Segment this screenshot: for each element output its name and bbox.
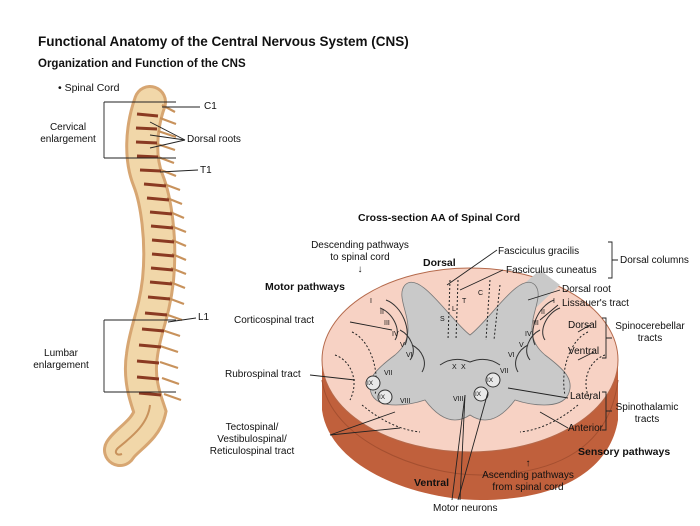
vertebral-column: [103, 85, 187, 467]
corticospinal-tract-label: Corticospinal tract: [234, 315, 315, 326]
spinocerebellar-line-1: Spinocerebellar: [615, 321, 685, 332]
dorsal-label: Dorsal: [423, 257, 456, 269]
descending-arrow: ↓: [357, 264, 363, 275]
spinothalamic-tracts-label: Spinothalamic tracts: [614, 402, 680, 426]
spinocerebellar-tracts-label: Spinocerebellar tracts: [614, 321, 686, 345]
lamina-vi-left: VI: [406, 352, 413, 359]
page-title: Functional Anatomy of the Central Nervou…: [38, 34, 409, 49]
dorsal-roots-label: Dorsal roots: [187, 134, 241, 145]
dorsal-root-label: Dorsal root: [562, 284, 611, 295]
motor-neurons-label: Motor neurons: [433, 503, 498, 514]
cervical-bracket: [103, 101, 176, 159]
l1-label: L1: [198, 312, 210, 323]
lamina-vi-right: VI: [508, 352, 515, 359]
lamina-x-center: X: [461, 364, 466, 371]
letter-s: S: [440, 316, 445, 323]
lamina-ix-left-1: IX: [367, 380, 374, 387]
fasciculus-gracilis-label: Fasciculus gracilis: [498, 246, 580, 257]
spinocerebellar-dorsal-label: Dorsal: [568, 320, 597, 331]
ascending-arrow: ↑: [525, 458, 531, 469]
lamina-viii-right: VIII: [453, 396, 464, 403]
ventral-label: Ventral: [414, 477, 450, 489]
tectospinal-line-1: Tectospinal/: [225, 422, 279, 433]
letter-c: C: [478, 290, 484, 297]
tectospinal-line-3: Reticulospinal tract: [209, 446, 295, 457]
cross-section-title: Cross-section AA of Spinal Cord: [358, 212, 520, 224]
lissauers-tract-label: Lissauer's tract: [562, 298, 629, 309]
lumbar-line-1: Lumbar: [44, 348, 78, 359]
lamina-ix-right-1: IX: [487, 377, 494, 384]
lamina-iii-left: III: [384, 320, 390, 327]
lamina-iv-right: IV: [525, 331, 532, 338]
lumbar-bracket: [103, 319, 176, 393]
lamina-ii-left: II: [380, 309, 384, 316]
lamina-v-left: V: [400, 342, 405, 349]
lamina-viii-left: VIII: [400, 398, 411, 405]
lamina-i-right: I: [553, 298, 555, 305]
lamina-vii-left: VII: [384, 370, 393, 377]
sensory-pathways-label: Sensory pathways: [578, 446, 671, 458]
gray-matter: [369, 282, 571, 421]
lamina-ix-right-2: IX: [475, 391, 482, 398]
ascending-pathways-label: ↑ Ascending pathways from spinal cord: [468, 458, 588, 494]
rubrospinal-tract-label: Rubrospinal tract: [225, 369, 301, 380]
spinothalamic-line-1: Spinothalamic: [615, 402, 679, 413]
letter-t: T: [462, 298, 467, 305]
ascending-line-1: Ascending pathways: [482, 470, 574, 481]
spinocerebellar-line-2: tracts: [637, 333, 663, 344]
descending-pathways-label: Descending pathways to spinal cord ↓: [300, 240, 420, 276]
spinocerebellar-bracket: [602, 317, 612, 359]
page-subtitle: Organization and Function of the CNS: [38, 58, 246, 70]
descending-line-1: Descending pathways: [311, 240, 409, 251]
descending-line-2: to spinal cord: [330, 252, 390, 263]
anterior-label: Anterior: [568, 423, 604, 434]
lumbar-line-2: enlargement: [33, 360, 89, 371]
fasciculus-cuneatus-label: Fasciculus cuneatus: [506, 265, 597, 276]
lumbar-enlargement-label: Lumbar enlargement: [28, 348, 94, 372]
dorsal-columns-label: Dorsal columns: [620, 255, 689, 266]
cervical-line-1: Cervical: [49, 122, 87, 133]
lamina-x-left: X: [452, 364, 457, 371]
lamina-iii-right: III: [533, 320, 539, 327]
lamina-ii-right: II: [541, 309, 545, 316]
spinothalamic-bracket: [602, 391, 612, 431]
spinal-cord-bullet: • Spinal Cord: [58, 82, 120, 94]
motor-pathways-label: Motor pathways: [265, 281, 345, 293]
tectospinal-label: Tectospinal/ Vestibulospinal/ Reticulosp…: [196, 422, 308, 458]
lamina-i-left: I: [370, 298, 372, 305]
lamina-iv-left: IV: [392, 331, 399, 338]
lamina-v-right: V: [519, 342, 524, 349]
spinocerebellar-ventral-label: Ventral: [568, 346, 600, 357]
tectospinal-line-2: Vestibulospinal/: [217, 434, 287, 445]
spinothalamic-line-2: tracts: [634, 414, 660, 425]
lateral-label: Lateral: [570, 391, 601, 402]
c1-label: C1: [204, 101, 217, 112]
lamina-vii-right: VII: [500, 368, 509, 375]
cervical-line-2: enlargement: [40, 134, 96, 145]
t1-label: T1: [200, 165, 212, 176]
lamina-ix-left-2: IX: [379, 394, 386, 401]
ascending-line-2: from spinal cord: [492, 482, 564, 493]
letter-l: L: [452, 306, 456, 313]
cervical-enlargement-label: Cervical enlargement: [36, 122, 100, 146]
dorsal-columns-bracket: [608, 241, 618, 279]
